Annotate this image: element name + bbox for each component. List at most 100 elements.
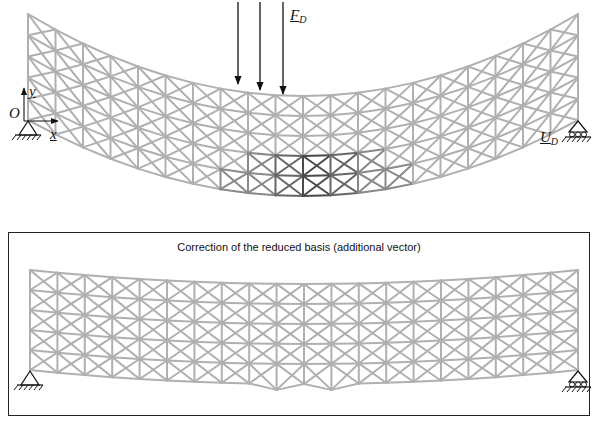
truss-member — [523, 92, 551, 126]
truss-member — [303, 135, 331, 156]
truss-member — [413, 157, 441, 184]
truss-member — [358, 89, 386, 113]
truss-member — [221, 169, 249, 193]
truss-member — [249, 322, 276, 324]
truss-member — [413, 342, 415, 362]
truss-member — [359, 303, 386, 324]
truss-member — [440, 341, 442, 361]
truss-member — [221, 323, 223, 343]
truss-member — [468, 277, 495, 279]
truss-member — [29, 310, 31, 330]
truss-member — [85, 297, 112, 315]
truss-member — [359, 363, 386, 382]
truss-member — [496, 335, 523, 357]
truss-member — [193, 342, 195, 362]
truss-member — [523, 353, 550, 375]
truss-member — [248, 343, 250, 363]
truss-member — [27, 56, 29, 77]
truss-member — [138, 136, 166, 148]
truss-member — [550, 313, 552, 333]
truss-member — [551, 56, 579, 71]
truss-member — [441, 339, 468, 341]
truss-member — [331, 363, 358, 389]
truss-member — [358, 169, 386, 193]
truss-member — [57, 293, 84, 295]
truss-member — [85, 295, 112, 297]
truss-member — [386, 83, 414, 109]
truss-member — [467, 66, 469, 86]
truss-member — [275, 155, 277, 175]
truss-member — [193, 164, 221, 190]
truss-member — [357, 153, 359, 173]
truss-member — [414, 381, 441, 382]
truss-member — [57, 295, 84, 313]
truss-member — [111, 66, 139, 76]
truss-member — [359, 343, 386, 362]
truss-member — [166, 123, 194, 136]
truss-member — [222, 303, 249, 322]
truss-member — [82, 44, 84, 65]
truss-member — [28, 35, 56, 71]
truss-member — [412, 123, 414, 143]
truss-member — [57, 355, 84, 373]
truss-member — [84, 295, 86, 315]
truss-member — [495, 317, 497, 337]
truss-member — [167, 282, 194, 301]
truss-member — [495, 337, 497, 357]
truss-member — [276, 136, 304, 155]
truss-member — [277, 344, 304, 364]
truss-member — [139, 359, 141, 379]
truss-member — [441, 359, 468, 361]
truss-member — [441, 299, 468, 321]
truss-member — [83, 118, 111, 127]
truss-member — [57, 273, 84, 275]
truss-member — [330, 344, 332, 364]
truss-member — [276, 114, 304, 117]
truss-member — [28, 56, 56, 71]
truss-member — [331, 113, 359, 135]
truss-member — [276, 194, 304, 197]
truss-member — [167, 342, 194, 361]
truss-member — [194, 322, 221, 343]
truss-member — [577, 330, 579, 350]
truss-member — [277, 344, 304, 364]
truss-member — [30, 273, 57, 290]
truss-member — [577, 78, 579, 99]
truss-member — [359, 282, 386, 285]
truss-member — [166, 164, 194, 177]
truss-member — [359, 302, 386, 305]
truss-member — [440, 116, 442, 136]
truss-member — [166, 83, 194, 96]
support-symbols — [12, 121, 591, 392]
truss-member — [221, 113, 249, 129]
truss-member — [248, 133, 276, 155]
truss-member — [468, 357, 495, 379]
truss-member — [414, 361, 441, 382]
truss-member — [247, 133, 249, 153]
truss-member — [468, 297, 495, 299]
truss-member — [167, 281, 194, 302]
truss-member — [222, 362, 249, 365]
truss-member — [277, 303, 304, 305]
truss-member — [140, 301, 167, 319]
truss-member — [468, 337, 495, 359]
truss-member — [467, 148, 469, 168]
truss-member — [496, 127, 524, 159]
truss-member — [193, 362, 195, 382]
truss-member — [221, 189, 249, 193]
truss-member — [523, 313, 550, 335]
truss-member — [27, 14, 29, 35]
truss-member — [468, 297, 495, 319]
truss-member — [303, 95, 331, 116]
truss-member — [468, 277, 495, 299]
truss-member — [112, 357, 139, 359]
truss-member — [83, 106, 111, 138]
truss-member — [167, 301, 194, 302]
truss-member — [56, 64, 84, 71]
truss-member — [193, 282, 195, 302]
truss-member — [331, 322, 358, 324]
truss-member — [139, 319, 141, 339]
truss-member — [496, 355, 523, 357]
truss-member — [57, 333, 84, 355]
pin-support — [12, 121, 41, 140]
